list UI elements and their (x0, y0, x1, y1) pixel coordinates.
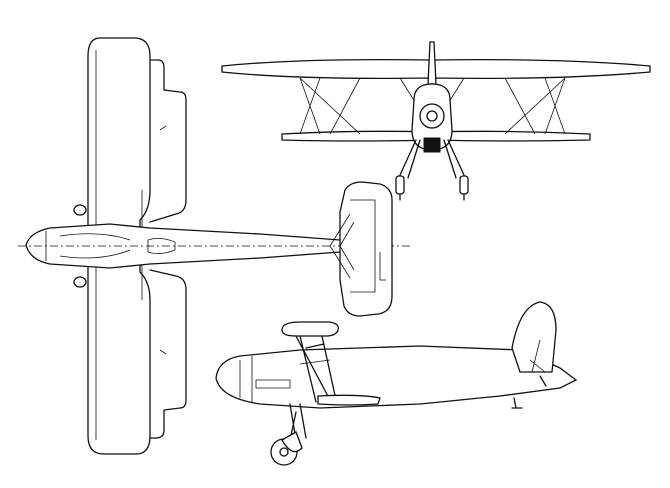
side-fin (511, 301, 557, 373)
plan-view (18, 37, 410, 455)
front-view (221, 41, 651, 201)
side-view (215, 301, 578, 466)
side-upper-wing (281, 321, 339, 337)
front-engine-cowling (411, 83, 453, 151)
front-upper-wing (221, 58, 651, 80)
front-fin (427, 41, 437, 85)
plan-fuselage (25, 223, 393, 269)
plan-lower-wing (149, 59, 187, 439)
side-struts (295, 335, 337, 403)
front-landing-gear (399, 139, 465, 179)
plan-tailplane (339, 181, 393, 317)
